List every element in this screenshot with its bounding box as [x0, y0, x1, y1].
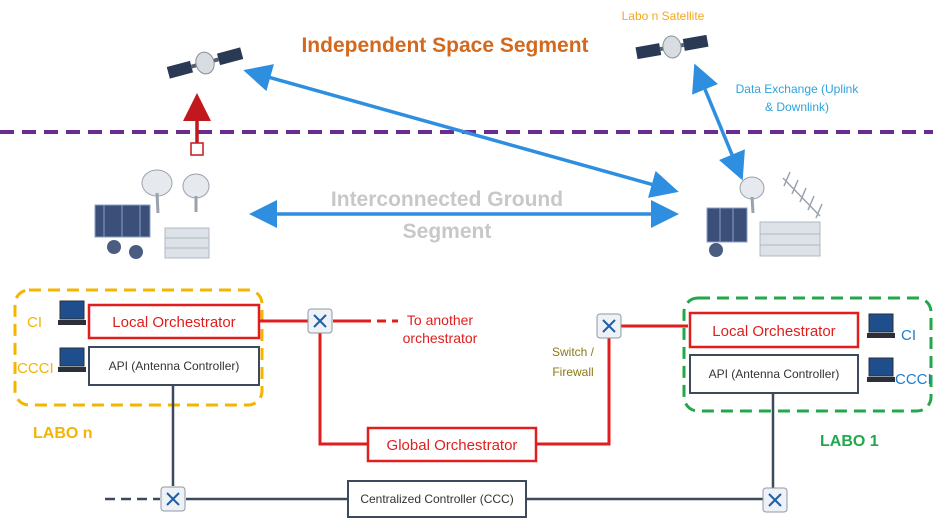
switch-bus-right-icon — [762, 487, 788, 513]
labo-n-api-box — [88, 346, 260, 386]
labo-n-local-orchestrator-label: Local Orchestrator — [112, 314, 235, 331]
labo-1-ccci-label: CCCI — [895, 371, 932, 388]
ccci-monitor-icon — [867, 357, 895, 382]
ci-monitor-icon — [58, 300, 86, 325]
uplink-downlink-link — [692, 63, 745, 181]
to-another-orchestrator-line1: To another — [407, 312, 473, 328]
satellite-ground-link — [243, 64, 679, 198]
labo-1-api-box — [689, 354, 859, 394]
switch-bus-left-icon — [160, 486, 186, 512]
switch-firewall-label-line2: Firewall — [552, 365, 593, 379]
ground-station-right-icon — [706, 171, 823, 257]
switch-firewall-label-line1: Switch / — [552, 345, 595, 359]
labo-1-title: LABO 1 — [820, 433, 879, 450]
labo-1-api-label: API (Antenna Controller) — [709, 367, 840, 381]
to-another-orchestrator-line2: orchestrator — [403, 330, 478, 346]
centralized-controller-box — [347, 480, 527, 518]
space-segment-title: Independent Space Segment — [301, 34, 588, 57]
labo-n-ccci-label: CCCI — [17, 360, 54, 377]
ci-monitor-icon — [867, 313, 895, 338]
ground-station-left-icon — [94, 169, 210, 259]
satellite-left-icon — [166, 47, 244, 79]
data-exchange-label-line2: & Downlink) — [765, 100, 829, 114]
labo-n-title: LABO n — [33, 425, 93, 442]
ground-segment-title-line1: Interconnected Ground — [331, 188, 563, 211]
centralized-controller-label: Centralized Controller (CCC) — [360, 492, 513, 506]
satellite-label: Labo n Satellite — [622, 9, 705, 23]
data-exchange-label-line1: Data Exchange (Uplink — [736, 82, 860, 96]
labo-n-container — [13, 288, 264, 407]
labo-1-container — [682, 296, 933, 413]
switch-firewall-icon — [596, 313, 622, 339]
labo-n-local-orchestrator-box — [87, 303, 261, 340]
orchestrator-wiring — [259, 319, 688, 446]
global-orchestrator-label: Global Orchestrator — [387, 437, 518, 454]
uplink-arrow-icon — [183, 93, 211, 156]
global-orchestrator-box — [366, 426, 538, 463]
satellite-right-icon — [635, 34, 709, 60]
labo-1-local-orchestrator-box — [688, 311, 860, 349]
labo-1-local-orchestrator-label: Local Orchestrator — [712, 323, 835, 340]
ground-segment-title-line2: Segment — [403, 220, 492, 243]
labo-n-ci-label: CI — [27, 314, 42, 331]
controller-bus-wiring — [105, 374, 775, 501]
labo-n-api-label: API (Antenna Controller) — [109, 359, 240, 373]
switch-icon — [307, 308, 333, 334]
labo-1-ci-label: CI — [901, 327, 916, 344]
ccci-monitor-icon — [58, 347, 86, 372]
